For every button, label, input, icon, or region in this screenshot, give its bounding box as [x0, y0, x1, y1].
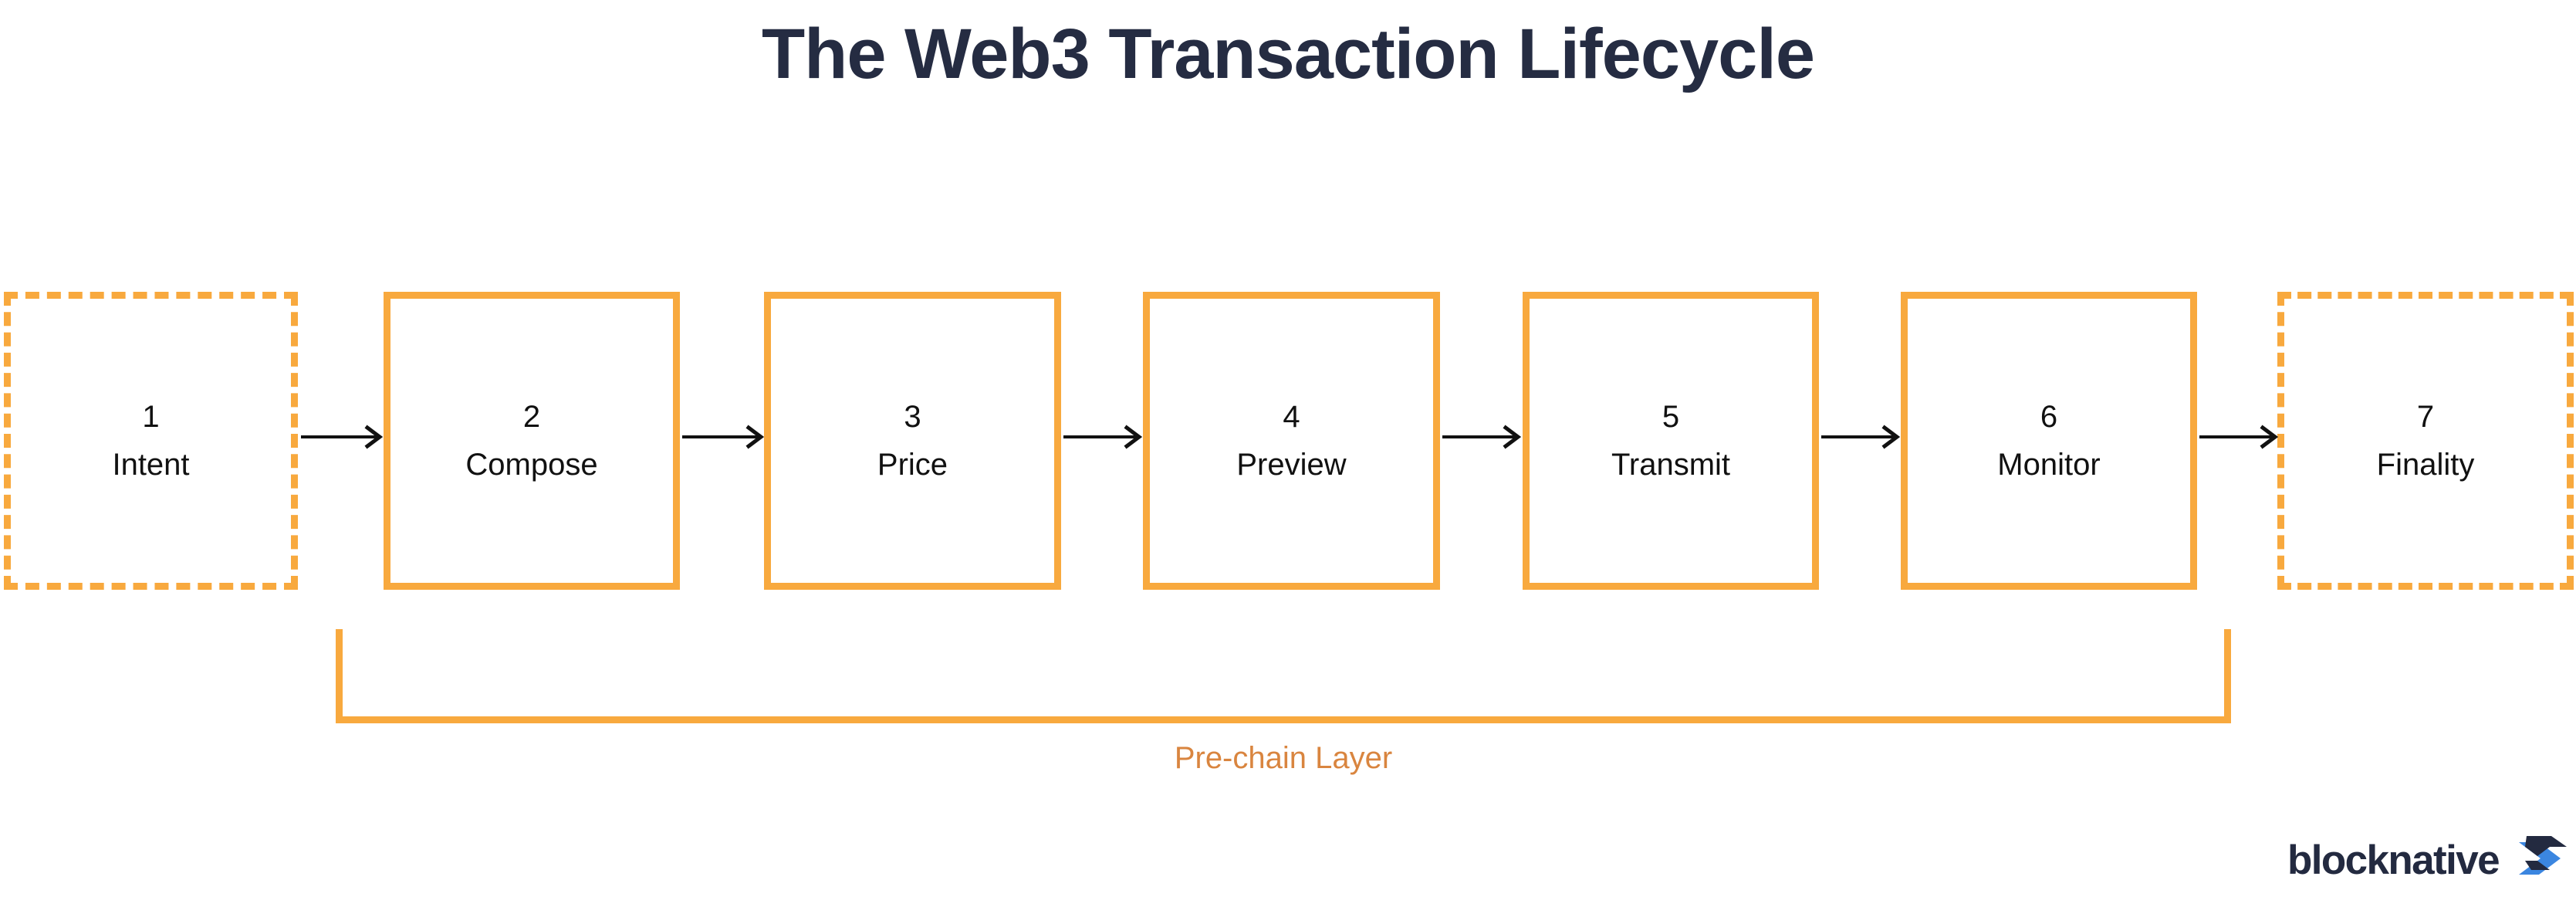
stage-label: Preview [1236, 448, 1347, 482]
stage-number: 7 [2416, 400, 2435, 434]
arrow-right-icon [1821, 425, 1902, 449]
blocknative-logo[interactable]: blocknative [2287, 834, 2567, 886]
stage-number: 1 [142, 400, 160, 434]
stage-label: Intent [112, 448, 190, 482]
stage-number: 2 [522, 400, 541, 434]
arrow-right-icon [1063, 425, 1144, 449]
page-title: The Web3 Transaction Lifecycle [761, 15, 1815, 93]
arrow-right-icon [301, 425, 384, 449]
blocknative-wordmark: blocknative [2287, 838, 2500, 883]
stage-box-intent[interactable]: 1 Intent [4, 292, 298, 590]
stage-label: Monitor [1997, 448, 2101, 482]
stage-box-transmit[interactable]: 5 Transmit [1523, 292, 1819, 590]
stage-box-compose[interactable]: 2 Compose [384, 292, 680, 590]
arrow-right-icon [1442, 425, 1523, 449]
stage-label: Transmit [1611, 448, 1731, 482]
stage-label: Price [877, 448, 948, 482]
stage-number: 3 [904, 400, 921, 434]
stage-number: 5 [1662, 400, 1680, 434]
pre-chain-layer-label: Pre-chain Layer [1174, 741, 1393, 775]
pre-chain-bracket [336, 629, 2231, 723]
stage-box-preview[interactable]: 4 Preview [1143, 292, 1440, 590]
stage-box-monitor[interactable]: 6 Monitor [1901, 292, 2197, 590]
arrow-right-icon [2199, 425, 2280, 449]
blocknative-chevron-icon [2507, 834, 2567, 886]
lifecycle-stage-row: 1 Intent 2 Compose 3 Price 4 Preview 5 T… [0, 292, 2576, 590]
stage-box-finality[interactable]: 7 Finality [2277, 292, 2574, 590]
stage-label: Compose [465, 448, 598, 482]
stage-number: 6 [2040, 400, 2058, 434]
stage-label: Finality [2376, 448, 2475, 482]
stage-box-price[interactable]: 3 Price [764, 292, 1061, 590]
stage-number: 4 [1283, 400, 1300, 434]
arrow-right-icon [682, 425, 766, 449]
